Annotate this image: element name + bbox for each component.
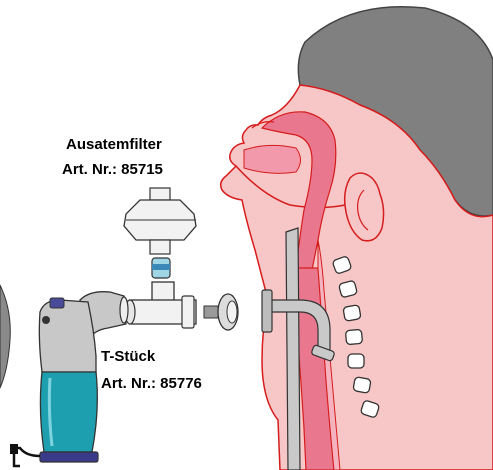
mouth-cavity (244, 145, 301, 173)
nebulizer-base (40, 452, 98, 462)
exhale-filter-name-label: Ausatemfilter (66, 135, 162, 155)
nebulizer-mouth-opening (120, 297, 128, 323)
exhale-filter (124, 188, 196, 278)
vertebra (353, 377, 371, 394)
filter-blue-adapter-band (152, 264, 170, 270)
left-edge-grey-shape (0, 285, 10, 388)
nebulizer-cap (50, 298, 64, 308)
t-piece-name-label: T-Stück (101, 347, 155, 367)
t-piece-connector (125, 282, 196, 328)
vertebra (345, 329, 362, 344)
nebulizer-head (39, 300, 96, 372)
filter-top-port (150, 188, 170, 200)
vertebra (348, 354, 364, 368)
connector-ring (204, 294, 238, 330)
connector-ring-inner (227, 301, 237, 323)
t-piece-article-label: Art. Nr.: 85776 (101, 374, 202, 394)
connector-stub (204, 306, 218, 318)
t-piece-right-stub (182, 296, 194, 328)
power-plug (10, 444, 18, 454)
exhale-filter-article-label: Art. Nr.: 85715 (62, 160, 163, 180)
cannula-flange (286, 228, 300, 470)
cannula-connector (262, 290, 272, 332)
filter-neck (150, 240, 170, 254)
human-head-profile (221, 7, 493, 470)
vertebra (343, 305, 361, 322)
nebulizer-knob (42, 316, 50, 324)
